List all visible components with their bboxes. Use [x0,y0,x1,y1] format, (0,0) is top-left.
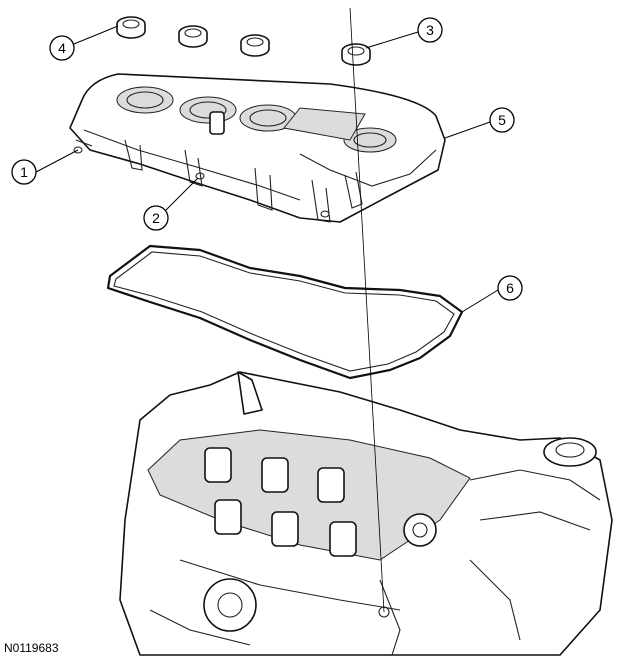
callout-2: 2 [143,177,199,231]
valve-cover-gasket [106,244,464,380]
callout-6-label: 6 [506,280,514,296]
callout-5: 5 [444,107,515,139]
callout-5-label: 5 [498,112,506,128]
tube-seal-4 [341,43,371,66]
callout-3-label: 3 [426,22,434,38]
tube-seal-3 [240,34,270,57]
engine-assembly [119,371,613,656]
figure-id: N0119683 [4,641,59,655]
callout-1-label: 1 [20,164,28,180]
callout-4: 4 [49,25,119,61]
tube-seal-2 [178,25,208,48]
callout-1: 1 [11,149,79,185]
callout-2-label: 2 [152,210,160,226]
callout-3: 3 [365,17,443,49]
tube-seal-1 [116,16,146,39]
callout-6: 6 [461,275,523,313]
valve-cover [69,73,446,223]
callout-4-label: 4 [58,40,66,56]
